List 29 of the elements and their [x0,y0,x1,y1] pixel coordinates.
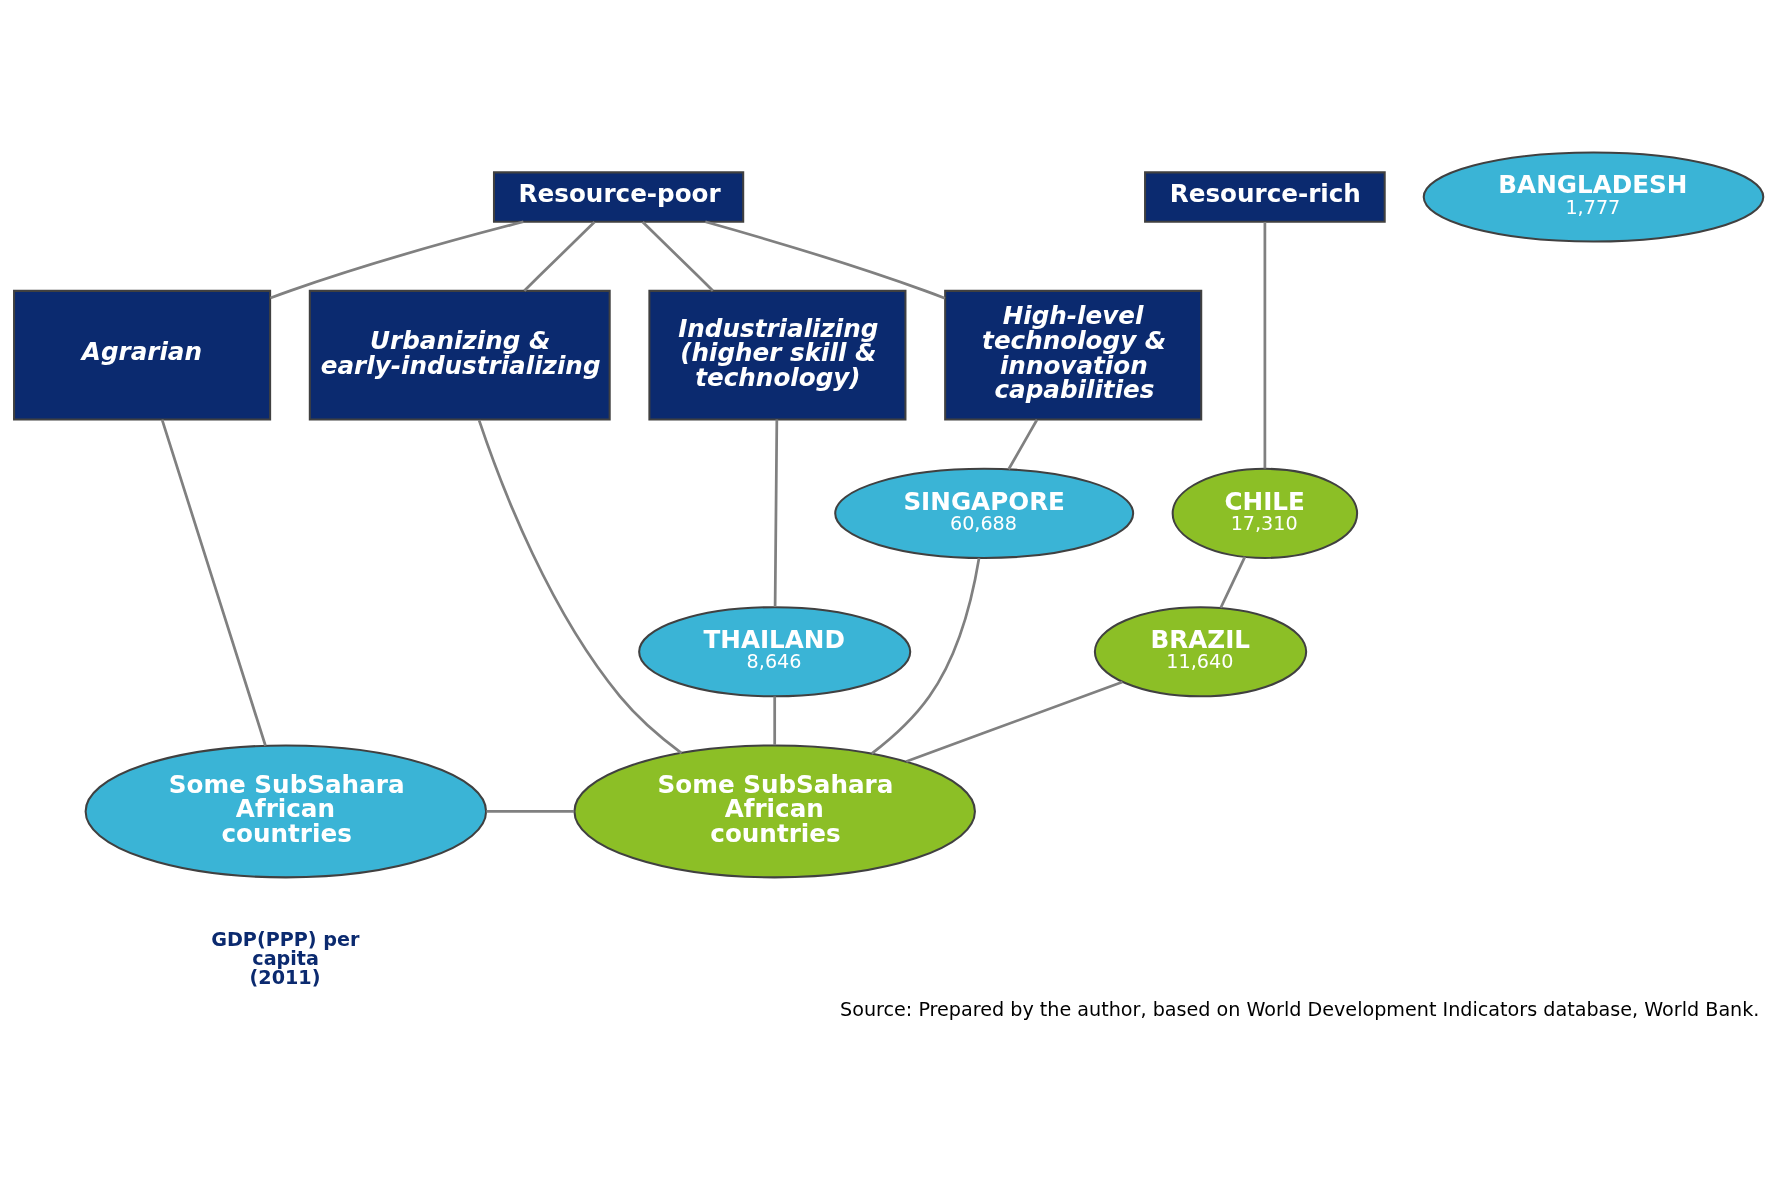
label: GDP(PPP) per capita (2011) [211,928,360,990]
node-ellipse: Some SubSahara African countries [573,744,976,879]
connector [870,557,981,755]
connector [773,696,777,746]
node-box: Resource-rich [1144,171,1386,223]
node-box: Urbanizing & early-industrializing [308,289,611,421]
connector [1007,419,1039,470]
node-box: High-level technology & innovation capabilities [944,289,1203,421]
connector [477,419,683,755]
connector [1219,556,1247,609]
connector [523,221,596,292]
connector [160,419,267,747]
caption: Source: Prepared by the author, based on World Development Indicators database, World Bank. [840,997,1760,1021]
connector [641,221,714,292]
node-ellipse: BANGLADESH 1,777 [1422,151,1765,243]
node-ellipse: CHILE 17,310 [1171,467,1359,559]
connector [773,419,779,607]
node-ellipse: SINGAPORE 60,688 [834,467,1135,559]
node-ellipse: THAILAND 8,646 [638,606,912,698]
node-ellipse: Some SubSahara African countries [84,744,488,879]
connector [705,220,946,300]
connector [269,220,524,300]
node-box: Resource-poor [492,171,745,223]
connector [905,680,1123,763]
connector [486,810,575,813]
node-ellipse: BRAZIL 11,640 [1093,606,1308,698]
connector [1263,221,1267,469]
node-box: Agrarian [13,289,272,421]
node-box: Industrializing (higher skill & technology) [648,289,907,421]
